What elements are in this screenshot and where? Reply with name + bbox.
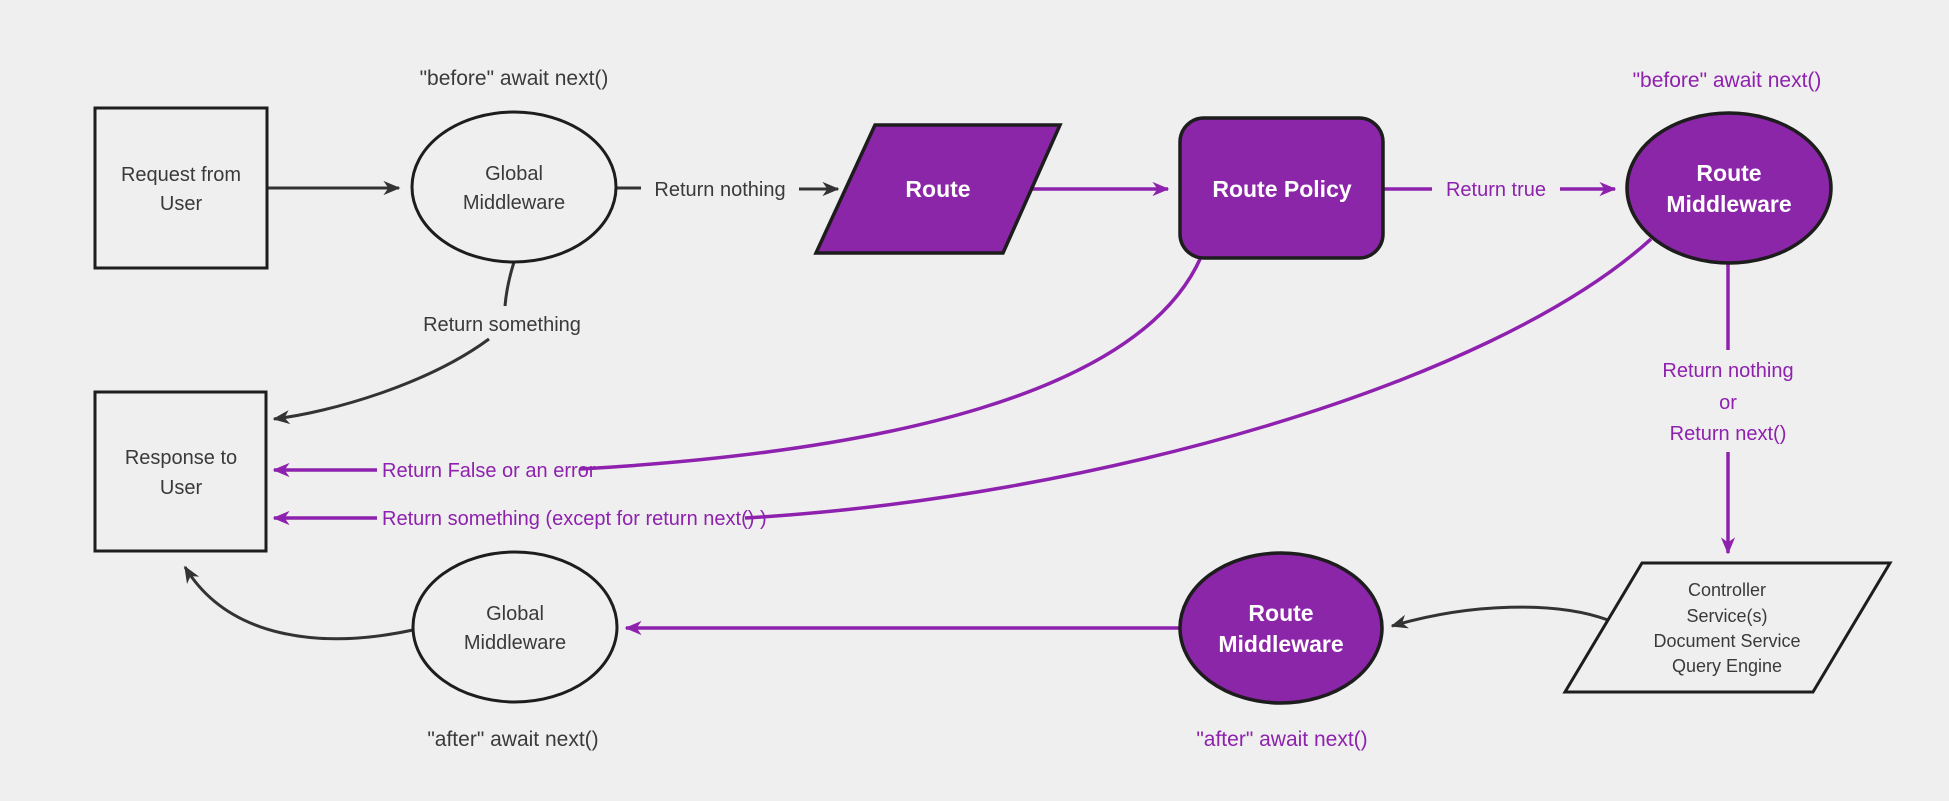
node-controller-services: Controller Service(s) Document Service Q… — [1562, 561, 1893, 694]
route-middleware-top-ellipse — [1625, 111, 1833, 265]
edge-global-mw-return-something-segment2 — [272, 337, 490, 425]
node-route-policy: Route Policy — [1178, 116, 1385, 260]
node-response-to-user: Response to User — [93, 390, 268, 553]
route-policy-label: Route Policy — [1212, 176, 1352, 202]
label-before-await-global: "before" await next() — [420, 67, 609, 90]
label-return-nothing-or-line2: or — [1719, 392, 1737, 414]
label-after-await-global: "after" await next() — [427, 728, 598, 751]
label-return-something-except: Return something (except for return next… — [382, 508, 767, 530]
request-from-user-label-line2: User — [160, 193, 203, 215]
request-from-user-box — [93, 106, 269, 270]
edge-controller-to-route-mw-bottom — [1390, 605, 1609, 629]
response-to-user-box — [93, 390, 268, 553]
global-middleware-bottom-label-line2: Middleware — [464, 632, 566, 654]
global-middleware-top-ellipse — [410, 110, 618, 264]
route-middleware-bottom-label-line2: Middleware — [1218, 631, 1343, 657]
route-parallelogram — [813, 123, 1063, 255]
response-to-user-label-line2: User — [160, 477, 203, 499]
route-middleware-top-label-line1: Route — [1696, 160, 1761, 186]
node-route-middleware-top: Route Middleware — [1625, 111, 1833, 265]
edge-route-mw-return-something-curve — [744, 237, 1653, 520]
label-return-true: Return true — [1446, 179, 1546, 201]
controller-label-line4: Query Engine — [1672, 656, 1782, 676]
label-before-await-route: "before" await next() — [1633, 69, 1822, 92]
route-middleware-bottom-label-line1: Route — [1248, 600, 1313, 626]
label-return-something: Return something — [423, 314, 581, 336]
node-global-middleware-bottom: Global Middleware — [411, 550, 619, 704]
node-request-from-user: Request from User — [93, 106, 269, 270]
label-return-nothing-or-line1: Return nothing — [1662, 360, 1793, 382]
controller-services-parallelogram — [1562, 561, 1893, 694]
label-return-false-or-error: Return False or an error — [382, 460, 596, 482]
request-from-user-label-line1: Request from — [121, 164, 241, 186]
node-route: Route — [813, 123, 1063, 255]
global-middleware-bottom-label-line1: Global — [486, 603, 544, 625]
controller-label-line1: Controller — [1688, 580, 1766, 600]
label-return-nothing-or-line3: Return next() — [1670, 423, 1787, 445]
global-middleware-top-label-line2: Middleware — [463, 192, 565, 214]
label-return-nothing: Return nothing — [654, 179, 785, 201]
global-middleware-bottom-ellipse — [411, 550, 619, 704]
edge-route-policy-return-false-curve — [579, 256, 1203, 471]
route-middleware-bottom-ellipse — [1178, 551, 1384, 705]
route-middleware-top-label-line2: Middleware — [1666, 191, 1791, 217]
label-after-await-route: "after" await next() — [1196, 728, 1367, 751]
controller-label-line2: Service(s) — [1686, 606, 1767, 626]
response-to-user-label-line1: Response to — [125, 447, 237, 469]
route-policy-box — [1178, 116, 1385, 260]
route-label: Route — [905, 176, 970, 202]
controller-label-line3: Document Service — [1653, 631, 1800, 651]
edge-global-mw-bottom-to-response — [183, 565, 414, 641]
edge-global-mw-return-something-segment1 — [503, 261, 516, 307]
node-route-middleware-bottom: Route Middleware — [1178, 551, 1384, 705]
node-global-middleware-top: Global Middleware — [410, 110, 618, 264]
global-middleware-top-label-line1: Global — [485, 163, 543, 185]
